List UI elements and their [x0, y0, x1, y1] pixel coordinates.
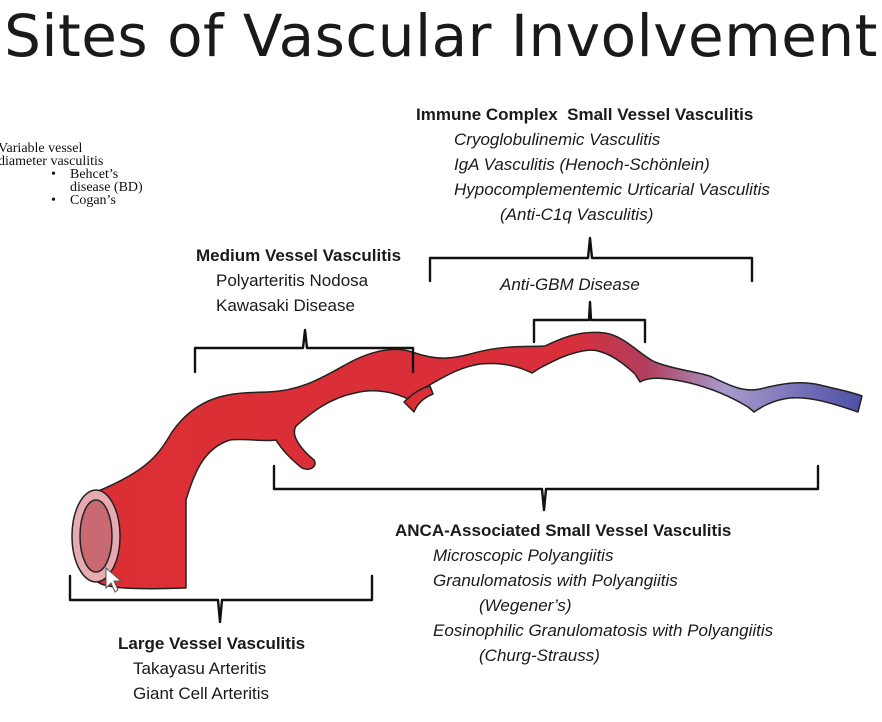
immune-complex-heading: Immune Complex Small Vessel Vasculitis: [416, 105, 754, 124]
large-vessel-item: Giant Cell Arteritis: [133, 684, 270, 703]
vessel-body: [95, 331, 863, 590]
medium-vessel-block: Medium Vessel Vasculitis Polyarteritis N…: [196, 243, 401, 318]
vessel-tree: [71, 331, 863, 590]
bracket-large: [68, 574, 374, 624]
variable-note-heading-line2: diameter vasculitis: [0, 154, 104, 169]
large-vessel-heading: Large Vessel Vasculitis: [118, 634, 306, 653]
anti-gbm-block: Anti-GBM Disease: [500, 272, 640, 297]
cursor-icon: [105, 566, 123, 593]
bracket-immune-complex: [428, 236, 754, 283]
medium-vessel-heading: Medium Vessel Vasculitis: [196, 246, 402, 265]
vessel-lumen: [79, 499, 113, 573]
anca-item: (Churg-Strauss): [479, 646, 600, 665]
anca-block: ANCA-Associated Small Vessel Vasculitis …: [395, 518, 773, 668]
anca-item: (Wegener’s): [479, 596, 572, 615]
variable-note-item: Behcet’s disease (BD): [51, 168, 160, 195]
immune-complex-item: Cryoglobulinemic Vasculitis: [454, 130, 661, 149]
anti-gbm-label: Anti-GBM Disease: [500, 275, 640, 294]
vessel-branch: [403, 385, 434, 413]
anca-item: Eosinophilic Granulomatosis with Polyang…: [433, 621, 774, 640]
variable-note-item: Cogan’s: [51, 194, 160, 208]
variable-note-heading-line1: Variable vessel: [0, 141, 83, 156]
variable-note-list: Behcet’s disease (BD) Cogan’s: [0, 168, 160, 208]
medium-vessel-item: Kawasaki Disease: [216, 296, 355, 315]
bracket-anca: [272, 464, 820, 512]
variable-vessel-note: Variable vessel diameter vasculitis Behc…: [0, 141, 160, 208]
immune-complex-item: Hypocomplementemic Urticarial Vasculitis: [454, 180, 770, 199]
immune-complex-item: IgA Vasculitis (Henoch-Schönlein): [454, 155, 710, 174]
medium-vessel-item: Polyarteritis Nodosa: [216, 271, 369, 290]
large-vessel-block: Large Vessel Vasculitis Takayasu Arterit…: [118, 631, 305, 706]
immune-complex-item: (Anti-C1q Vasculitis): [500, 205, 654, 224]
large-vessel-item: Takayasu Arteritis: [133, 659, 267, 678]
immune-complex-block: Immune Complex Small Vessel Vasculitis C…: [416, 102, 770, 227]
anca-item: Granulomatosis with Polyangiitis: [433, 571, 678, 590]
bracket-medium: [193, 328, 415, 374]
anca-item: Microscopic Polyangiitis: [433, 546, 614, 565]
bracket-anti-gbm: [532, 300, 647, 344]
page-title: Sites of Vascular Involvement: [4, 2, 878, 70]
anca-heading: ANCA-Associated Small Vessel Vasculitis: [395, 521, 732, 540]
